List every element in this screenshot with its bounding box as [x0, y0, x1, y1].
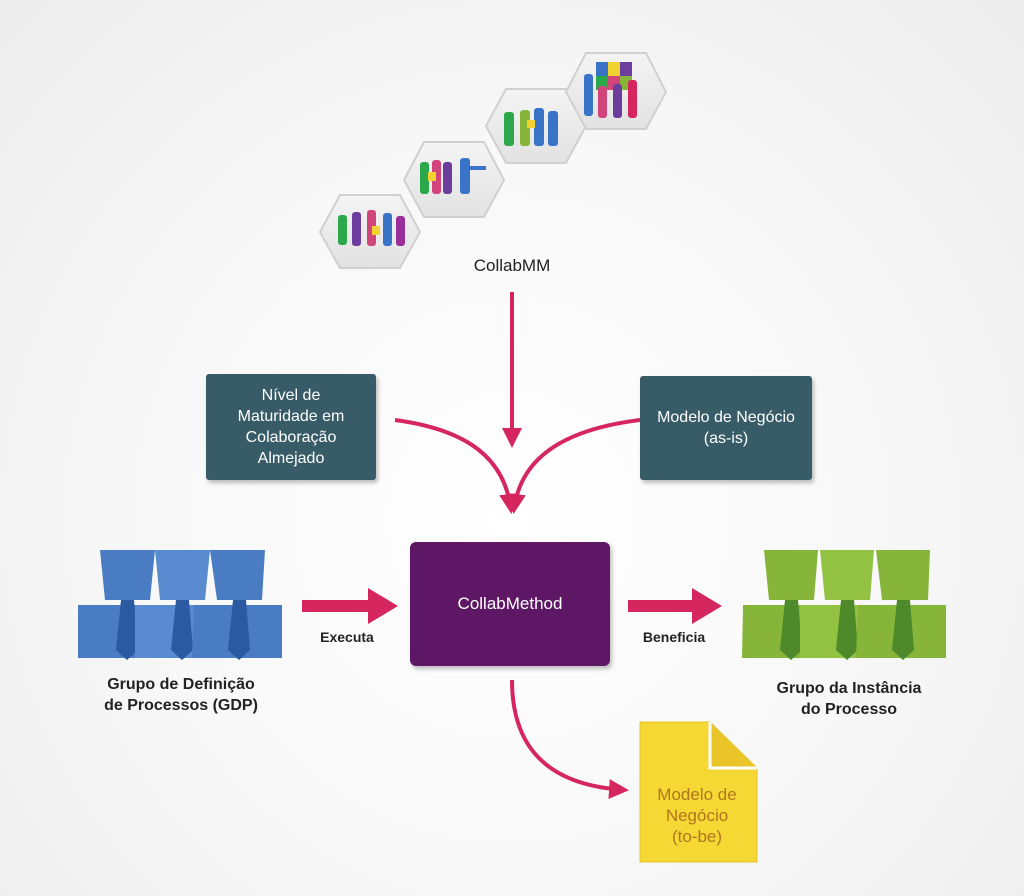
right-group-label-line2: do Processo: [800, 701, 898, 718]
right-people-group: [742, 550, 946, 660]
right-group-label-line1: Grupo da Instância: [776, 680, 922, 697]
arrow-left-input: [394, 418, 520, 514]
maturity-level-3-hexagon: [484, 88, 588, 164]
right-group-label: Grupo da Instância do Processo: [754, 678, 944, 720]
arrow-executa: [302, 588, 398, 624]
executa-label: Executa: [320, 629, 374, 645]
arrow-to-output: [510, 679, 629, 800]
people-icon: [420, 158, 486, 194]
collabmm-label: CollabMM: [473, 256, 551, 275]
left-group-label-line2: de Processos (GDP): [104, 697, 258, 714]
beneficia-label: Beneficia: [642, 629, 706, 645]
horizontal-arrows: [302, 588, 722, 624]
person-icon: [856, 550, 946, 660]
business-model-as-is-text: Modelo de Negócio (as-is): [657, 409, 795, 447]
left-group-label: Grupo de Definição de Processos (GDP): [86, 674, 276, 716]
maturity-level-2-hexagon: [402, 141, 506, 218]
maturity-level-1-hexagon: [318, 194, 422, 269]
maturity-level-4-hexagon: [564, 52, 668, 130]
person-icon: [192, 550, 282, 660]
maturity-levels: [318, 52, 668, 269]
collabmethod-box: CollabMethod: [410, 542, 610, 666]
collabmethod-label: CollabMethod: [457, 594, 563, 613]
desired-maturity-level-text: Nível de Maturidade em Colaboração Almej…: [237, 387, 345, 467]
arrows: [394, 292, 641, 800]
output-line1: Modelo de: [657, 785, 737, 804]
output-line2: Negócio: [665, 806, 729, 825]
arrow-beneficia: [628, 588, 722, 624]
people-icon: [584, 62, 637, 118]
output-document-icon: [639, 721, 758, 863]
business-model-as-is-box: Modelo de Negócio (as-is): [640, 376, 812, 480]
left-group-label-line1: Grupo de Definição: [107, 676, 255, 693]
desired-maturity-level-box: Nível de Maturidade em Colaboração Almej…: [206, 374, 376, 480]
people-icon: [338, 210, 405, 246]
arrow-right-input: [505, 418, 641, 514]
output-line3: (to-be): [671, 827, 723, 846]
output-document-label: Modelo de Negócio (to-be): [642, 784, 752, 847]
left-people-group: [78, 550, 282, 660]
people-icon: [504, 108, 558, 146]
